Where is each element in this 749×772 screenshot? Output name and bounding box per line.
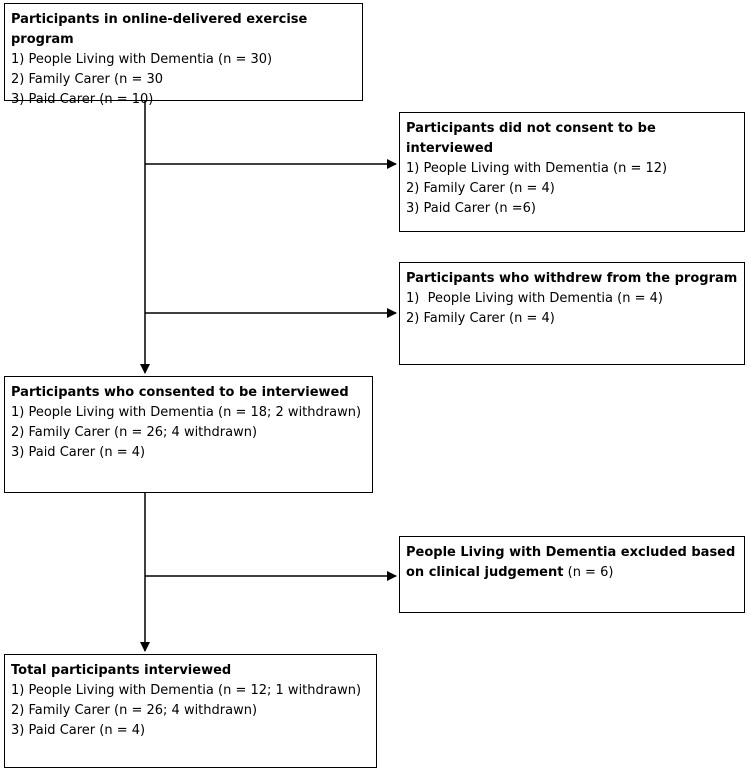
box-no-consent-line: 3) Paid Carer (n =6) xyxy=(406,201,536,216)
box-withdrew-line: 1) People Living with Dementia (n = 4) xyxy=(406,291,663,306)
box-consented-title: Participants who consented to be intervi… xyxy=(11,385,349,400)
box-withdrew: Participants who withdrew from the progr… xyxy=(399,262,745,365)
box-no-consent-line: 1) People Living with Dementia (n = 12) xyxy=(406,161,668,176)
box-interviewed-title: Total participants interviewed xyxy=(11,663,232,678)
box-consented-line: 3) Paid Carer (n = 4) xyxy=(11,445,146,460)
box-consented: Participants who consented to be intervi… xyxy=(4,376,373,493)
box-interviewed-line: 3) Paid Carer (n = 4) xyxy=(11,723,146,738)
box-program-title: Participants in online-delivered exercis… xyxy=(11,12,308,47)
box-excluded: People Living with Dementia excluded bas… xyxy=(399,536,745,613)
box-withdrew-line: 2) Family Carer (n = 4) xyxy=(406,311,555,326)
box-no-consent: Participants did not consent to be inter… xyxy=(399,112,745,232)
box-no-consent-line: 2) Family Carer (n = 4) xyxy=(406,181,555,196)
box-no-consent-title: Participants did not consent to be inter… xyxy=(406,121,656,156)
box-excluded-count: (n = 6) xyxy=(563,565,614,580)
box-excluded-title-line2: on clinical judgement xyxy=(406,565,564,580)
box-program-line: 3) Paid Carer (n = 10) xyxy=(11,92,154,107)
box-consented-line: 2) Family Carer (n = 26; 4 withdrawn) xyxy=(11,425,258,440)
box-consented-line: 1) People Living with Dementia (n = 18; … xyxy=(11,405,362,420)
box-program-line: 1) People Living with Dementia (n = 30) xyxy=(11,52,273,67)
box-excluded-line2: on clinical judgement (n = 6) xyxy=(406,563,744,583)
box-interviewed-line: 2) Family Carer (n = 26; 4 withdrawn) xyxy=(11,703,258,718)
box-withdrew-title: Participants who withdrew from the progr… xyxy=(406,271,738,286)
box-interviewed-line: 1) People Living with Dementia (n = 12; … xyxy=(11,683,362,698)
box-program-line: 2) Family Carer (n = 30 xyxy=(11,72,164,87)
box-excluded-title-line1: People Living with Dementia excluded bas… xyxy=(406,545,736,560)
box-program-participants: Participants in online-delivered exercis… xyxy=(4,3,363,107)
box-interviewed: Total participants interviewed 1) People… xyxy=(4,654,377,768)
